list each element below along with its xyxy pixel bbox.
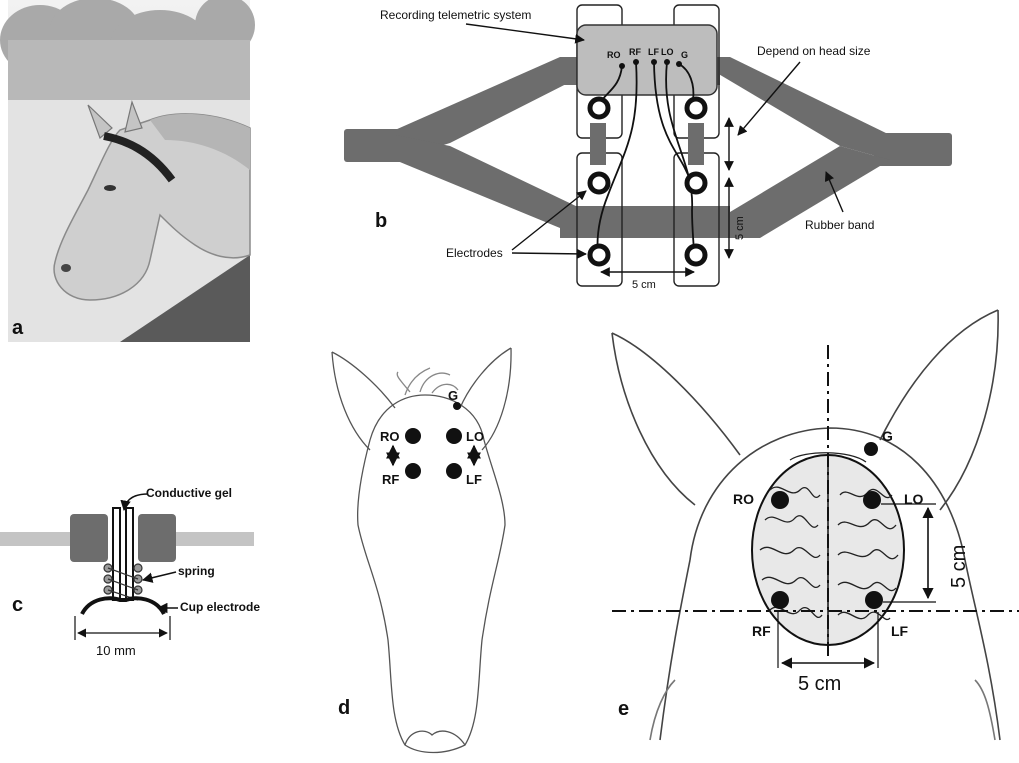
- spring-label: spring: [178, 564, 215, 578]
- depend-arrow: [737, 61, 801, 136]
- d-electrode-ro: [405, 428, 421, 444]
- central-pin: [112, 507, 134, 601]
- e-electrode-g: [864, 442, 878, 456]
- d-label-g: G: [448, 388, 458, 403]
- recording-system-label: Recording telemetric system: [380, 8, 531, 22]
- channel-ro: RO: [607, 50, 621, 60]
- d-label-lf: LF: [466, 472, 482, 487]
- rubber-band-label: Rubber band: [805, 218, 874, 232]
- forelock: [396, 367, 459, 396]
- d-label-lo: LO: [466, 429, 484, 444]
- muzzle: [404, 730, 466, 746]
- d-electrode-rf: [405, 463, 421, 479]
- panel-a-photo: a: [0, 0, 255, 342]
- photo-ground-shadow: [120, 255, 250, 342]
- right-ear-inner: [481, 347, 512, 451]
- e-label-lf: LF: [891, 623, 909, 639]
- e-electrode-lo: [863, 491, 881, 509]
- e-label-g: G: [882, 428, 893, 444]
- e-electrode-rf: [771, 591, 789, 609]
- head-outline: [356, 394, 506, 754]
- channel-lf: LF: [648, 47, 659, 57]
- panel-b-schematic: RO RF LF LO G: [344, 4, 952, 291]
- d-electrode-lf: [446, 463, 462, 479]
- e-right-ear-outer: [879, 309, 999, 441]
- panel-label-c: c: [12, 594, 23, 616]
- electrodes-label: Electrodes: [446, 246, 503, 260]
- channel-rf: RF: [629, 47, 641, 57]
- housing-right: [138, 514, 176, 562]
- horse-silhouette: [53, 99, 251, 301]
- e-head-arc: [689, 427, 1001, 741]
- connector-left: [590, 123, 606, 165]
- conductive-gel-label: Conductive gel: [146, 486, 232, 500]
- e-cheek-hair: [649, 679, 996, 741]
- housing-left: [70, 514, 108, 562]
- panel-e-head: [611, 309, 1001, 741]
- electrode-rings: [587, 96, 708, 267]
- panel-label-a: a: [12, 317, 24, 339]
- electrodes-arrow-bottom: [511, 248, 587, 259]
- gel-arrow: [120, 493, 149, 512]
- d-label-ro: RO: [380, 429, 400, 444]
- recording-device: [576, 24, 718, 96]
- spring-coil: [103, 563, 143, 601]
- e-electrode-ro: [771, 491, 789, 509]
- left-ear-inner: [331, 351, 371, 451]
- e-label-rf: RF: [752, 623, 771, 639]
- panel-label-e: e: [618, 698, 629, 720]
- cup-electrode: [80, 596, 166, 616]
- electrodes-arrow-top: [511, 190, 587, 251]
- d-electrode-lo: [446, 428, 462, 444]
- panel-e-annotations: G RO LO RF LF 5 cm 5 cm e: [612, 345, 1019, 720]
- e-label-ro: RO: [733, 491, 754, 507]
- photo-trees: [0, 0, 255, 100]
- panel-label-d: d: [338, 697, 350, 719]
- horizontal-dimension-label-b: 5 cm: [632, 279, 656, 291]
- brain-gyri: [759, 452, 899, 621]
- d-label-rf: RF: [382, 472, 399, 487]
- e-right-ear-inner: [939, 309, 999, 511]
- spring-arrow: [141, 571, 177, 583]
- rubber-band: [344, 57, 952, 238]
- d-electrode-g: [453, 402, 461, 410]
- left-ear-outer: [331, 351, 396, 409]
- e-left-ear-outer: [611, 332, 741, 456]
- e-horizontal-dimension-label: 5 cm: [798, 673, 841, 695]
- width-dimension-label-c: 10 mm: [96, 643, 136, 658]
- panel-d-head: [331, 347, 512, 754]
- panel-label-b: b: [375, 210, 387, 232]
- e-electrode-lf: [865, 591, 883, 609]
- depend-head-size-label: Depend on head size: [757, 44, 871, 58]
- channel-g: G: [681, 50, 688, 60]
- e-left-ear-inner: [611, 332, 696, 506]
- channel-lo: LO: [661, 47, 674, 57]
- device-channel-labels: RO RF LF LO G: [607, 47, 688, 60]
- e-vertical-dimension-label: 5 cm: [948, 545, 970, 588]
- panel-c-electrode: Conductive gel spring Cup electrode 10 m…: [0, 486, 260, 658]
- vertical-dimension-label-b: 5 cm: [734, 216, 746, 240]
- rubber-band-arrow: [824, 171, 844, 213]
- e-label-lo: LO: [904, 491, 924, 507]
- cup-electrode-label: Cup electrode: [180, 600, 260, 614]
- right-ear-outer: [459, 347, 512, 409]
- connector-right: [688, 123, 704, 165]
- panel-d-electrodes: RO LO RF LF G d: [338, 388, 484, 719]
- recording-arrow: [465, 23, 585, 44]
- e-head-left-side: [659, 559, 691, 741]
